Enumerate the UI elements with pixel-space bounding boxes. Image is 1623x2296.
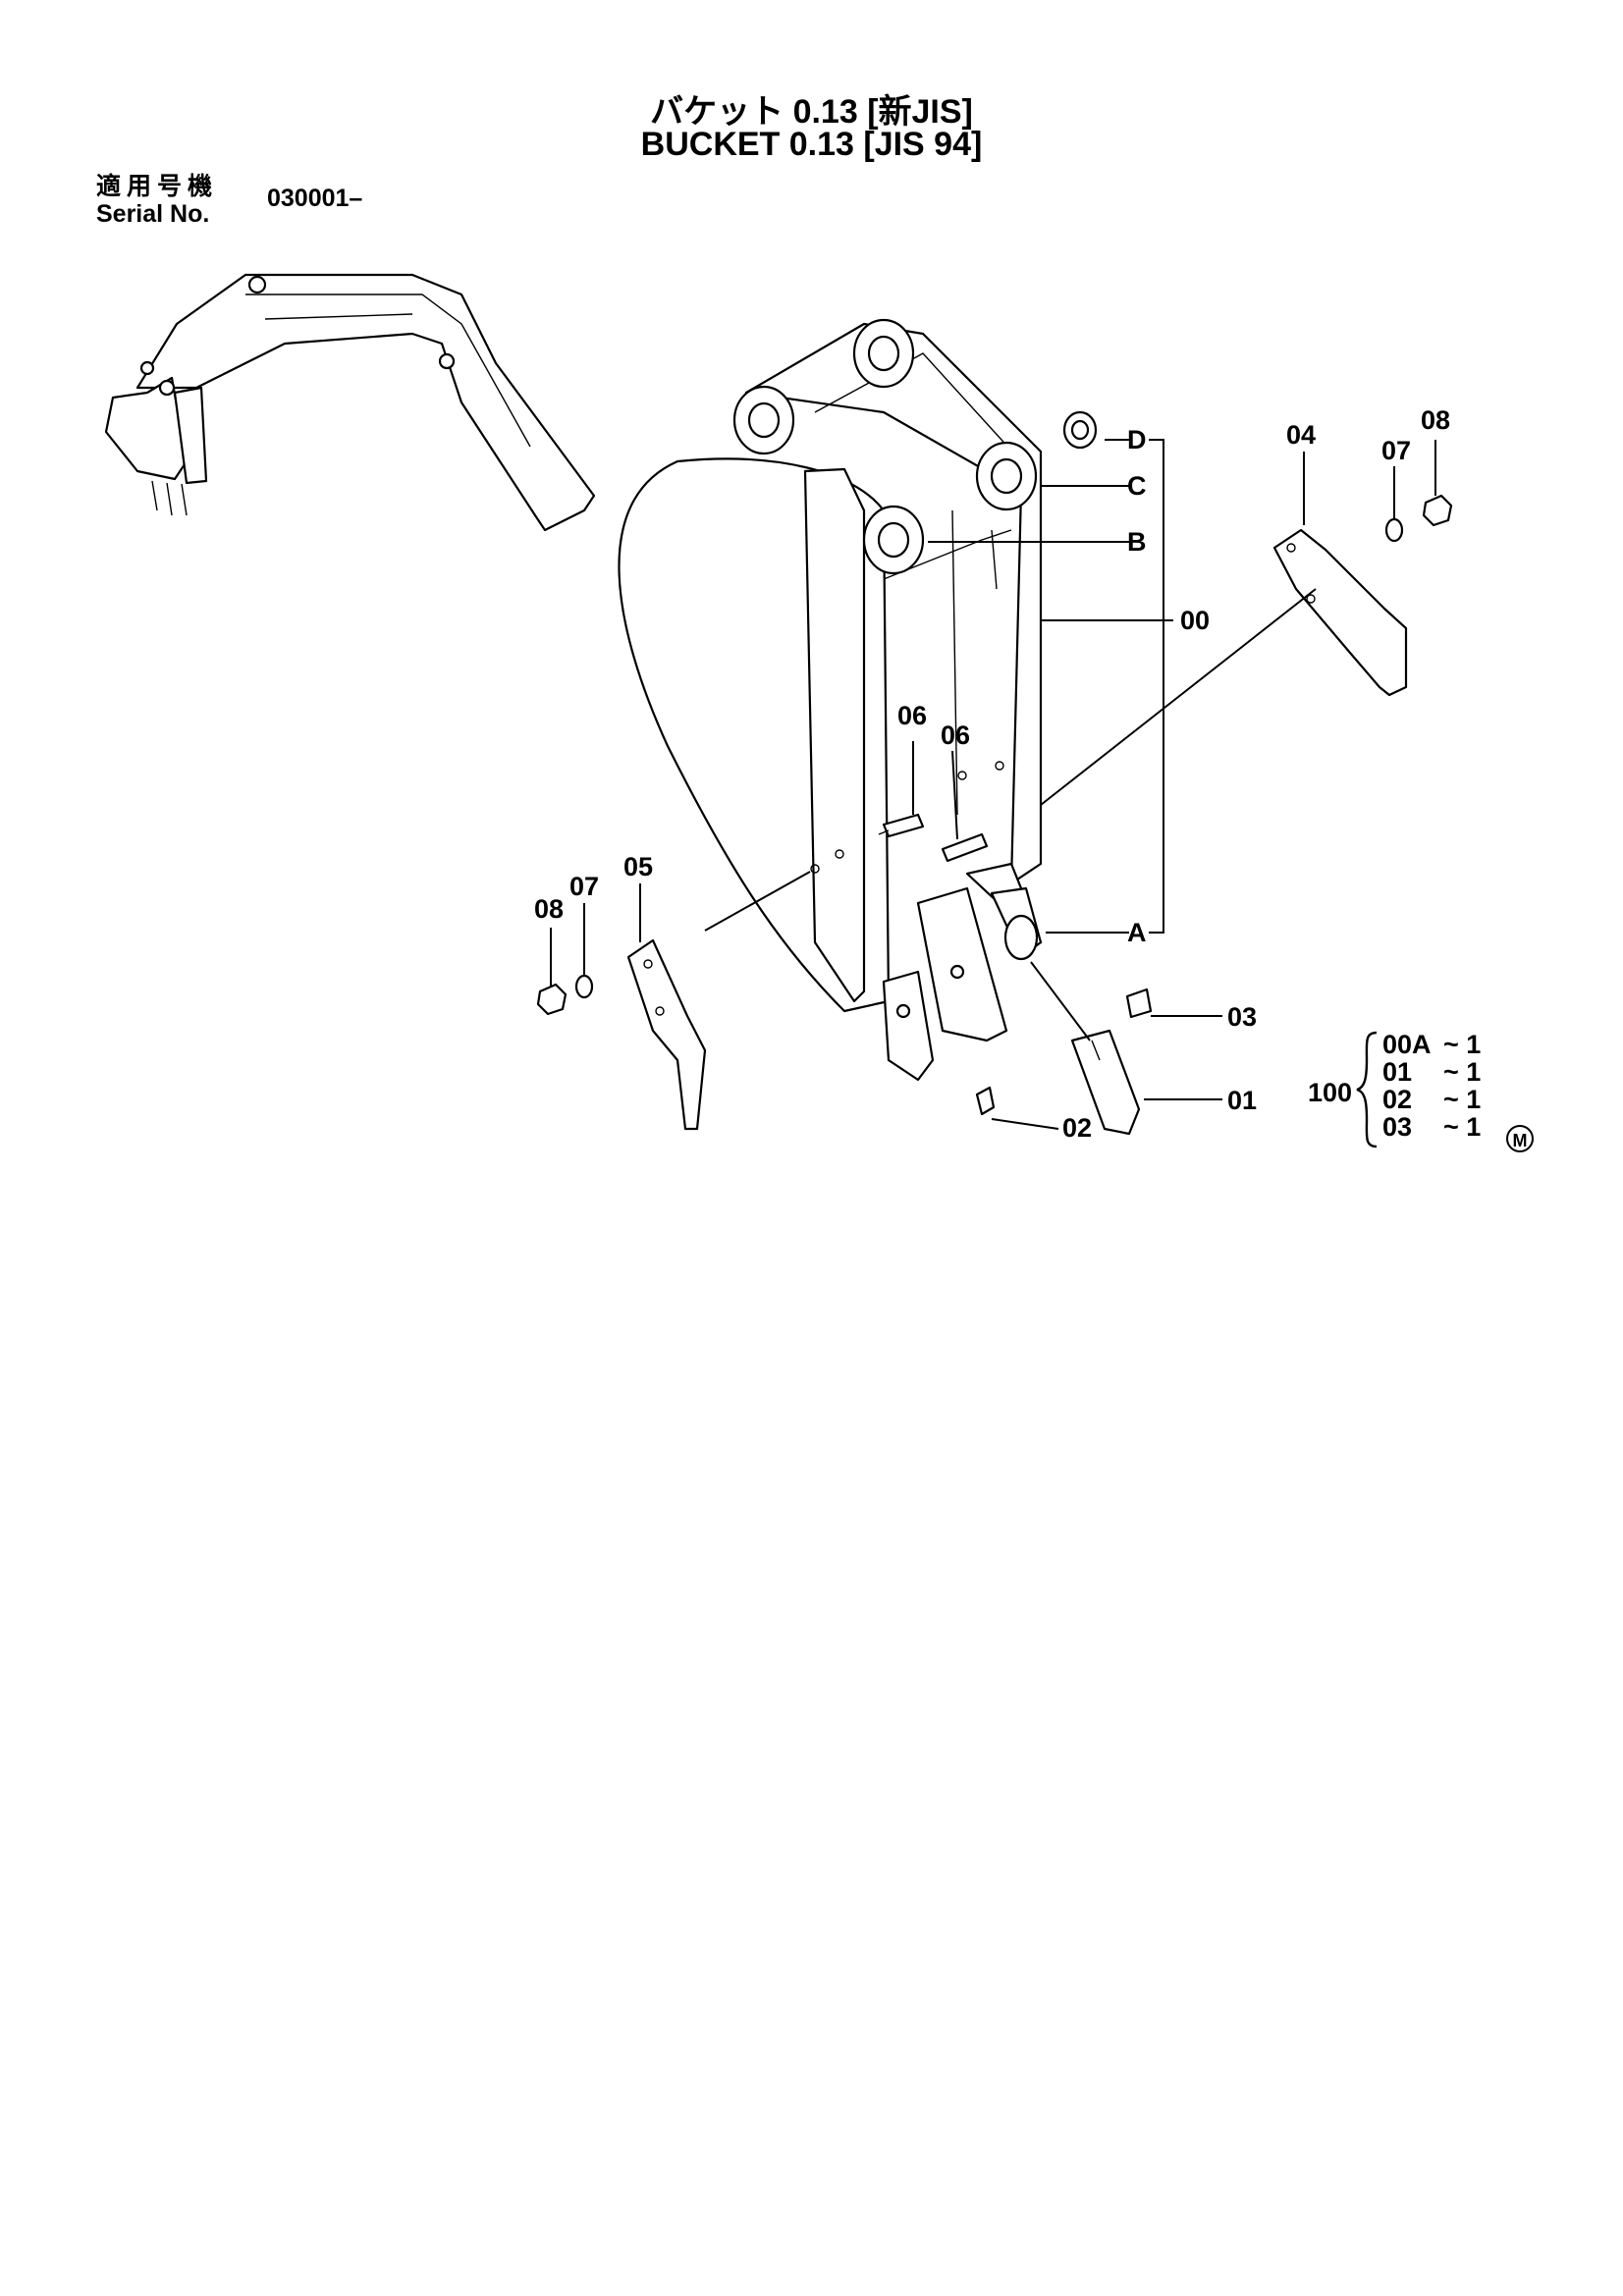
side-cutter-05 [626, 938, 707, 1131]
m-mark-icon: M [1506, 1125, 1534, 1152]
kit-number: 100 [1308, 1078, 1352, 1107]
serial-value: 030001– [267, 185, 363, 212]
kit-row-part: 03 [1382, 1112, 1412, 1142]
kit-row-part: 02 [1382, 1085, 1412, 1114]
kit-row-qty: ~ 1 [1443, 1057, 1481, 1087]
bolts-06 [878, 813, 989, 863]
callout-02: 02 [1062, 1113, 1092, 1143]
kit-row-part: 00A [1382, 1030, 1432, 1059]
callout-B: B [1127, 527, 1147, 557]
callout-08b: 08 [534, 894, 564, 924]
callout-07b: 07 [569, 872, 599, 901]
callout-00: 00 [1180, 606, 1210, 635]
callout-08a: 08 [1421, 405, 1450, 435]
callout-06b: 06 [941, 721, 970, 750]
callout-01: 01 [1227, 1086, 1257, 1115]
kit-table: 100 00A ~ 1 01 ~ 1 02 ~ 1 03 ~ 1 [1308, 1030, 1481, 1148]
title-japanese: バケット 0.13 [新JIS] [650, 93, 973, 131]
serial-label-english: Serial No. [96, 200, 210, 228]
leader-lines [550, 439, 1436, 1130]
bucket-body [618, 318, 1043, 1082]
callout-C: C [1127, 471, 1147, 501]
side-cutter-04 [1272, 528, 1408, 697]
kit-row-qty: ~ 1 [1443, 1112, 1481, 1142]
serial-label-japanese: 適用号機 [96, 173, 219, 200]
callout-06a: 06 [897, 701, 927, 730]
callout-04: 04 [1286, 420, 1316, 450]
m-mark-letter: M [1513, 1131, 1528, 1150]
hardware [536, 410, 1453, 1016]
callout-D: D [1127, 425, 1147, 454]
excavator-arm-thumbnail [104, 273, 596, 532]
tooth-assembly [975, 988, 1153, 1136]
callout-05: 05 [623, 852, 653, 881]
serial-label: 適用号機 Serial No. [96, 173, 218, 228]
callout-07a: 07 [1381, 436, 1411, 465]
kit-row-part: 01 [1382, 1057, 1412, 1087]
title-english: BUCKET 0.13 [JIS 94] [640, 126, 983, 163]
callout-A: A [1127, 918, 1147, 947]
kit-row-qty: ~ 1 [1443, 1085, 1481, 1114]
callout-03: 03 [1227, 1002, 1257, 1032]
kit-row-qty: ~ 1 [1443, 1030, 1481, 1059]
